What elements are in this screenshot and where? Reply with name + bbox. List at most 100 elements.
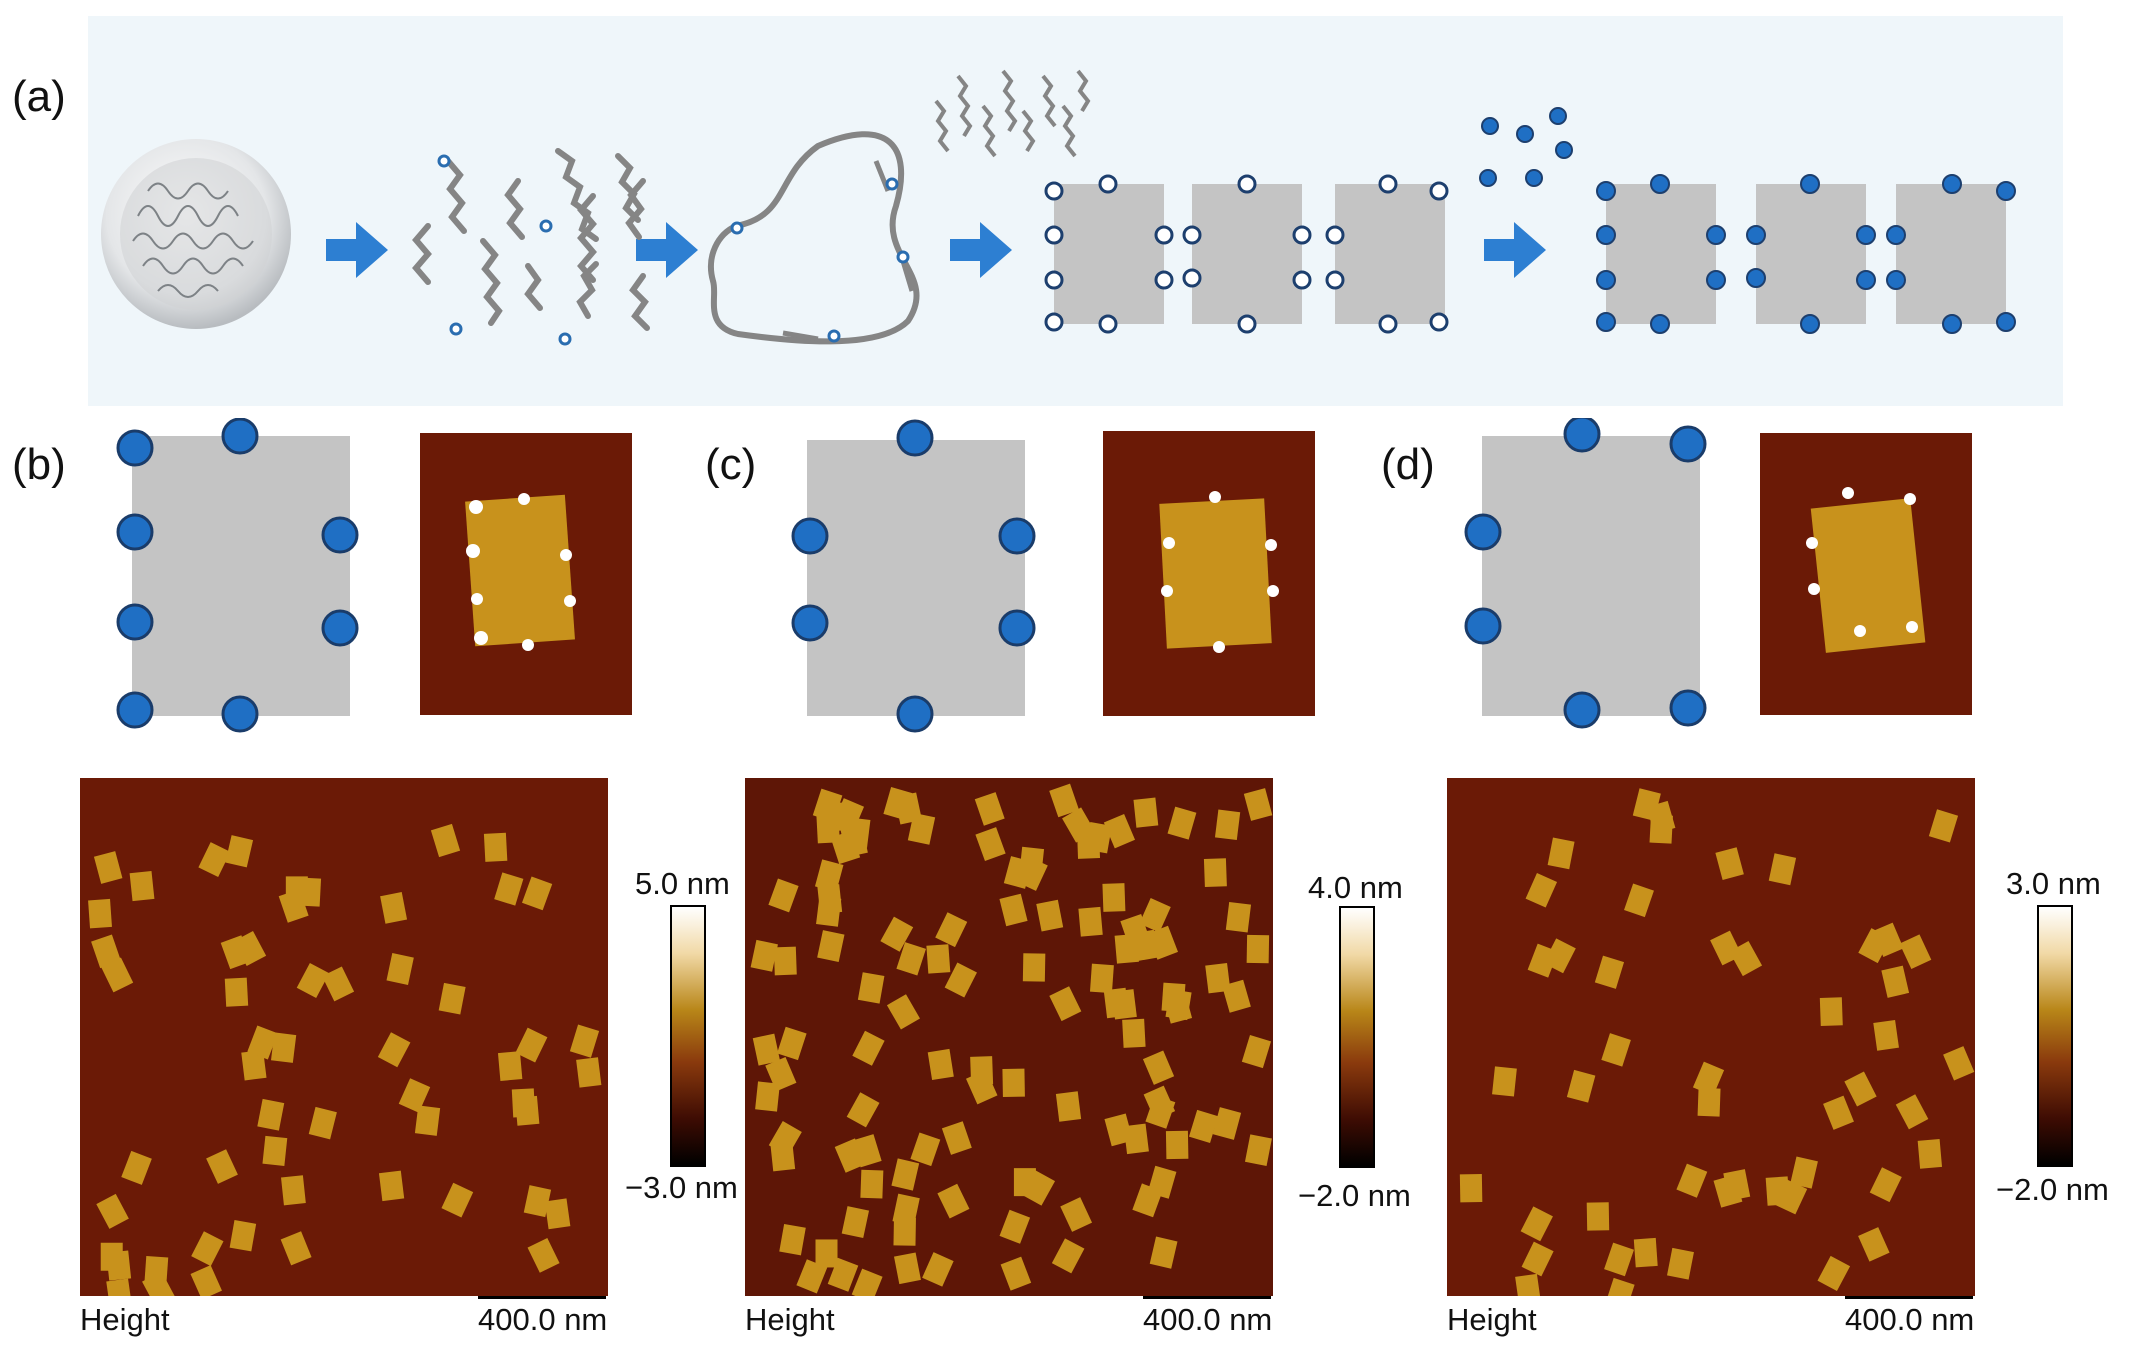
colorbar-top-d: 3.0 nm — [2006, 866, 2101, 901]
afm-origami-tile — [834, 1138, 866, 1173]
panel-label-a: (a) — [12, 72, 66, 121]
afm-origami-tile — [817, 930, 845, 963]
afm-origami-tile — [1243, 788, 1273, 821]
scaffold-loop-icon — [708, 131, 920, 345]
afm-origami-tile — [262, 1135, 288, 1166]
afm-origami-tile — [96, 1193, 129, 1229]
afm-origami-tile — [893, 1217, 916, 1246]
afm-origami-tile — [1723, 1169, 1751, 1201]
design-schematic-b — [116, 418, 359, 733]
scale-bar-d — [1845, 1296, 1973, 1299]
afm-origami-tile — [380, 892, 408, 924]
afm-origami-tile — [515, 1027, 548, 1063]
afm-origami-tile — [378, 1170, 405, 1202]
afm-origami-tile — [88, 898, 112, 929]
afm-origami-tile — [1049, 986, 1082, 1022]
afm-origami-tile — [1858, 928, 1891, 964]
afm-image-d — [1447, 778, 1975, 1296]
afm-origami-tile — [1492, 1066, 1517, 1097]
afm-origami-tile — [296, 962, 330, 999]
afm-origami-tile — [1765, 1176, 1790, 1206]
afm-origami-tile — [894, 792, 922, 825]
afm-origami-tile — [1036, 899, 1064, 932]
panel-label-c: (c) — [705, 440, 757, 489]
afm-origami-tile — [896, 942, 926, 976]
afm-origami-tile — [1521, 1241, 1554, 1277]
origami-tiles-labeled — [1596, 174, 2016, 334]
afm-origami-tile — [1601, 1033, 1631, 1067]
phage-particle-icon — [101, 139, 291, 329]
afm-origami-tile — [1212, 1107, 1242, 1140]
afm-origami-tile — [1605, 1277, 1635, 1296]
afm-origami-tile — [121, 1150, 152, 1185]
afm-origami-tile — [527, 1237, 560, 1273]
afm-origami-tile — [414, 1105, 441, 1136]
caption-height-d: Height — [1447, 1302, 1537, 1337]
afm-origami-tile — [1873, 1019, 1899, 1051]
afm-origami-tile — [1049, 783, 1080, 818]
afm-origami-tile — [1881, 965, 1910, 998]
afm-origami-tile — [515, 1095, 540, 1126]
afm-origami-tile — [1139, 897, 1171, 933]
afm-origami-tile — [1078, 906, 1103, 937]
afm-origami-tile — [576, 1057, 602, 1088]
afm-origami-tile — [270, 1032, 297, 1063]
afm-origami-tile — [1060, 1197, 1093, 1232]
afm-origami-tile — [1123, 1123, 1149, 1155]
afm-origami-tile — [1165, 1130, 1189, 1160]
scale-label-c: 400.0 nm — [1143, 1302, 1273, 1337]
afm-origami-tile — [1515, 1273, 1541, 1296]
afm-origami-tile — [886, 994, 920, 1030]
afm-origami-tile — [765, 1057, 797, 1092]
afm-origami-tile — [1143, 1085, 1176, 1121]
scale-bar-c — [1143, 1296, 1271, 1299]
afm-origami-tile — [999, 1209, 1031, 1244]
afm-origami-tile — [1520, 1206, 1553, 1242]
afm-origami-tile — [1133, 797, 1159, 828]
afm-origami-tile — [852, 1030, 885, 1066]
panel-label-d: (d) — [1381, 440, 1435, 489]
afm-origami-tile — [893, 1252, 921, 1285]
colorbar-c — [1339, 906, 1375, 1168]
afm-origami-tile — [1624, 883, 1654, 918]
afm-origami-tile — [937, 1183, 970, 1219]
afm-origami-tile — [91, 934, 122, 969]
afm-origami-tile — [1163, 990, 1193, 1024]
afm-origami-tile — [278, 889, 309, 923]
afm-origami-tile — [1869, 1167, 1902, 1203]
afm-origami-tile — [975, 827, 1006, 861]
afm-origami-tile — [1225, 901, 1252, 933]
afm-origami-tile — [1566, 1069, 1596, 1103]
afm-origami-tile — [494, 872, 524, 906]
afm-zoom-d — [1760, 433, 1972, 715]
ssdna-fragments-icon — [412, 148, 650, 331]
afm-origami-tile — [1051, 1238, 1085, 1274]
afm-origami-tile — [1214, 809, 1241, 841]
afm-origami-tile — [386, 953, 414, 985]
colorbar-bottom-d: −2.0 nm — [1996, 1172, 2109, 1207]
afm-origami-tile — [941, 1121, 972, 1155]
afm-origami-tile — [1055, 1091, 1082, 1122]
afm-origami-tile — [1062, 807, 1096, 843]
panel-label-b: (b) — [12, 440, 66, 489]
colorbar-bottom-c: −2.0 nm — [1298, 1178, 1411, 1213]
afm-origami-tile — [190, 1265, 222, 1296]
afm-origami-tile — [1858, 1227, 1890, 1262]
afm-origami-tile — [796, 1259, 828, 1294]
origami-tiles-unlabeled — [1044, 174, 1449, 334]
design-schematic-d — [1464, 418, 1707, 729]
afm-origami-tile — [1013, 1168, 1036, 1197]
afm-origami-tile — [1790, 1156, 1818, 1189]
afm-origami-tile — [1768, 853, 1797, 886]
afm-origami-tile — [1819, 997, 1843, 1026]
afm-origami-tile — [257, 1098, 285, 1131]
afm-origami-tile — [1649, 814, 1673, 844]
afm-origami-tile — [1928, 809, 1959, 843]
afm-origami-tile — [144, 1255, 169, 1286]
staple-strands-icon — [934, 69, 1091, 158]
afm-origami-tile — [569, 1024, 600, 1058]
afm-origami-tile — [1586, 1202, 1610, 1231]
afm-origami-tile — [974, 792, 1005, 826]
afm-origami-tile — [544, 1198, 571, 1230]
colorbar-b — [670, 905, 706, 1167]
